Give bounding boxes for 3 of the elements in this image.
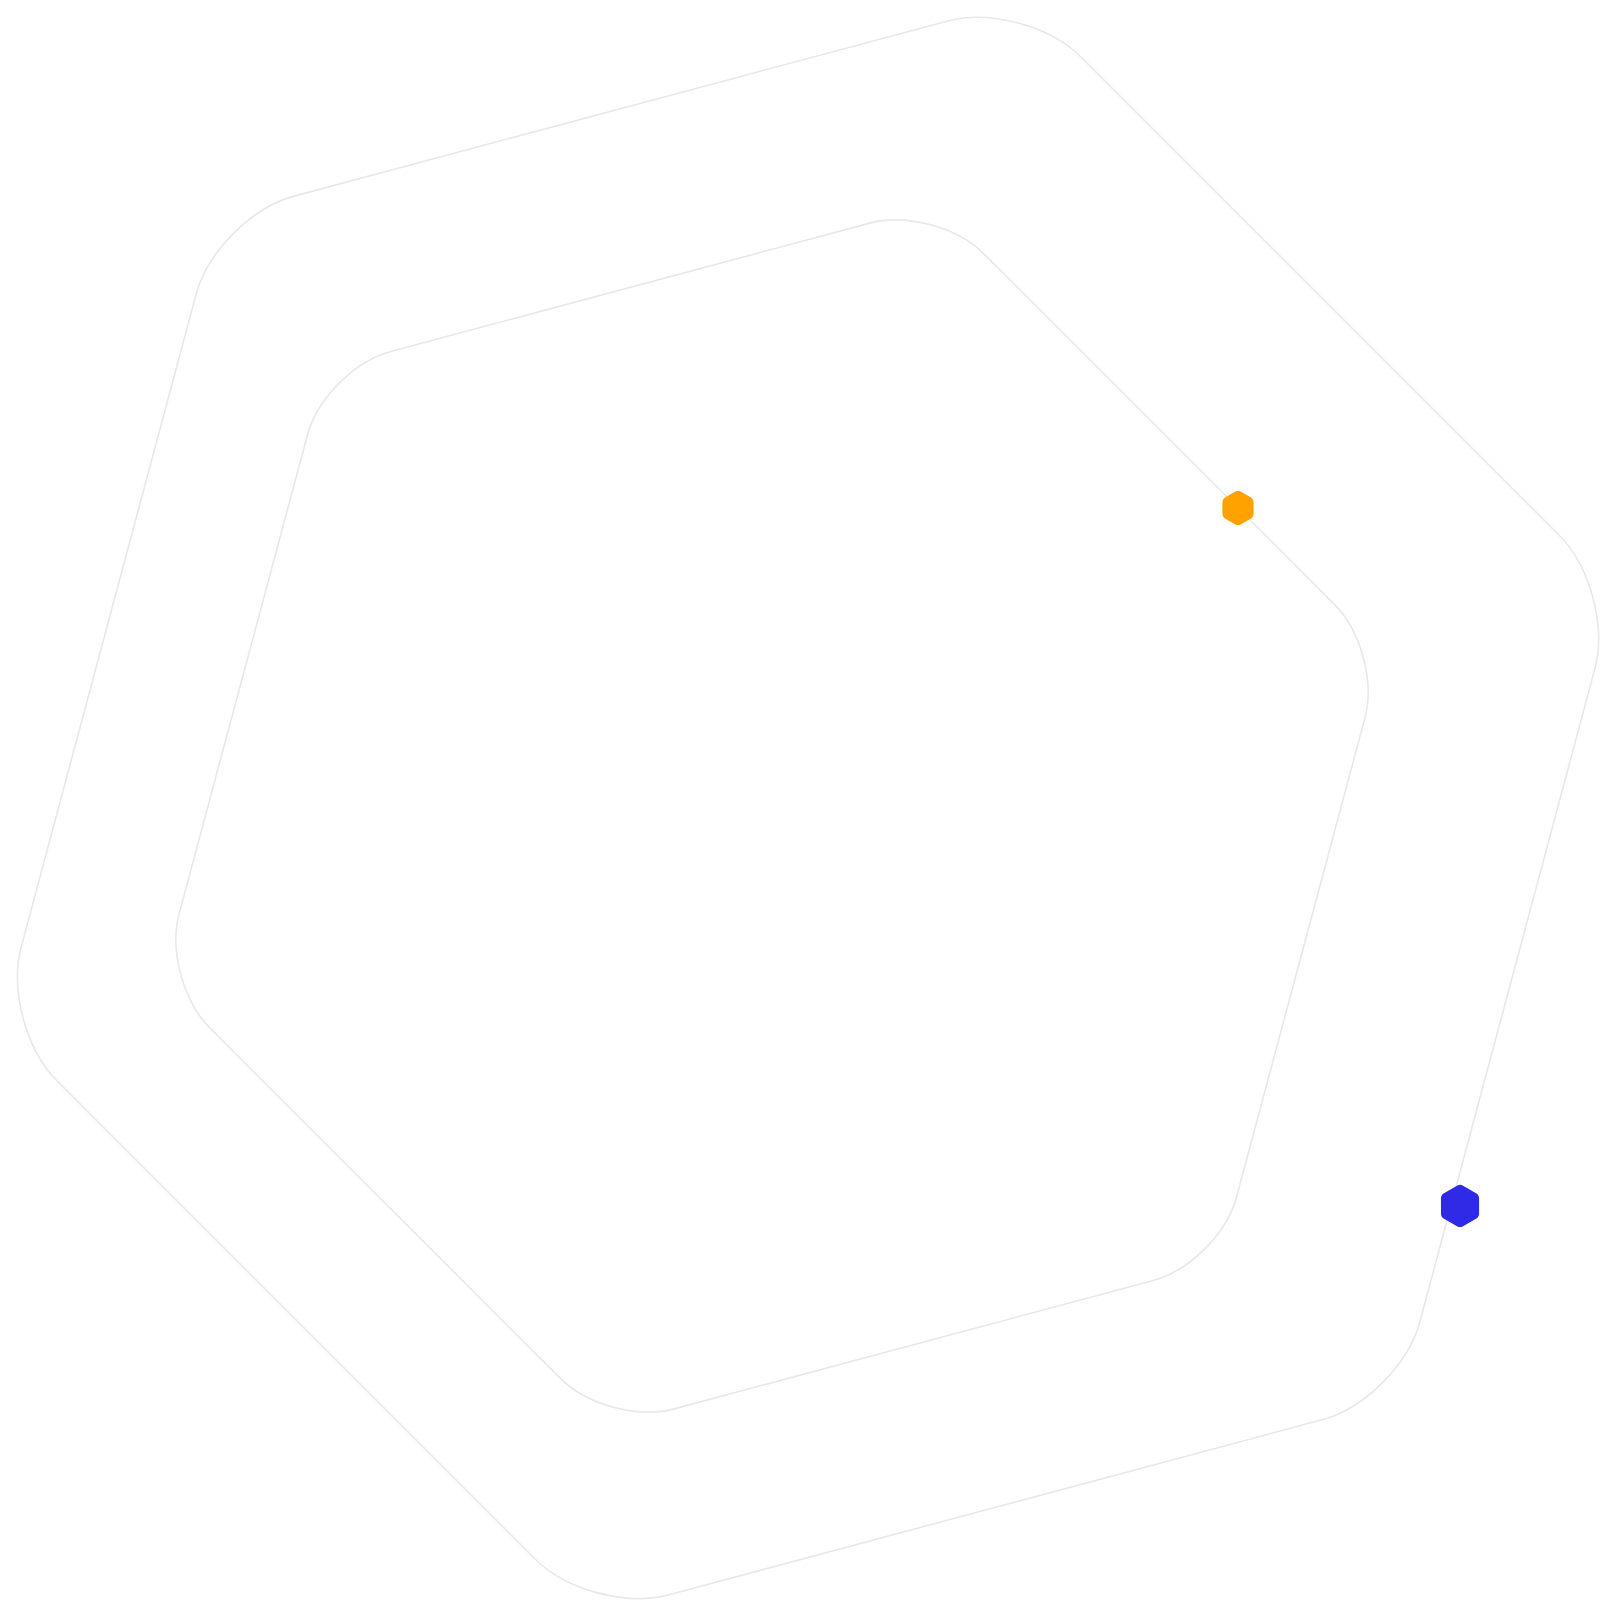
hexagon-outline <box>175 219 1369 1413</box>
hexagon-marker <box>1440 1184 1480 1228</box>
hexagon-outline <box>16 16 1600 1600</box>
